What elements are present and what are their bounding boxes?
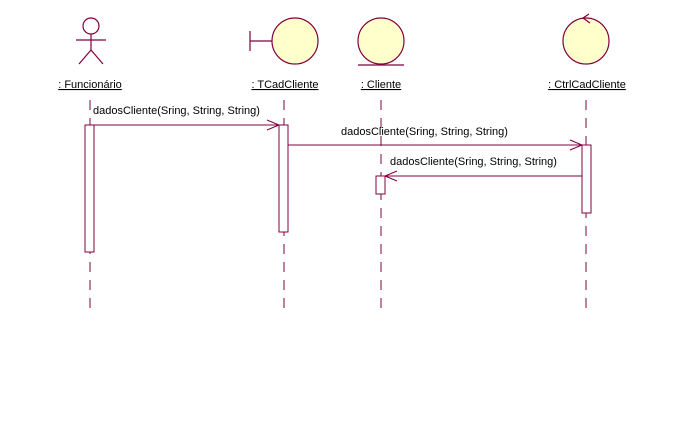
message-2[interactable]: dadosCliente(Sring, String, String) [288,126,584,151]
activation-ctrlcadcliente[interactable] [581,144,592,214]
participant-label-cliente: : Cliente [361,79,401,91]
participant-label-ctrlcadcliente: : CtrlCadCliente [548,79,626,91]
activations [84,124,592,253]
message-label-2: dadosCliente(Sring, String, String) [341,126,508,138]
entity-cliente-icon[interactable] [357,17,405,66]
message-label-3: dadosCliente(Sring, String, String) [390,156,557,168]
participant-label-funcionario: : Funcionário [58,79,122,91]
message-label-1: dadosCliente(Sring, String, String) [93,105,260,117]
arrowhead-icon [569,139,584,151]
arrowhead-icon [383,170,398,182]
message-3[interactable]: dadosCliente(Sring, String, String) [383,156,582,182]
lifelines [89,100,587,312]
arrowhead-icon [266,119,281,131]
boundary-tcadcliente-icon[interactable] [249,17,319,65]
participant-label-tcadcliente: : TCadCliente [251,79,318,91]
message-1[interactable]: dadosCliente(Sring, String, String) [93,105,281,131]
activation-cliente[interactable] [375,175,386,195]
activation-tcadcliente[interactable] [278,124,289,233]
actor-funcionario-icon[interactable] [76,17,106,65]
activation-funcionario[interactable] [84,124,95,253]
control-ctrlcadcliente-icon[interactable] [562,13,610,65]
